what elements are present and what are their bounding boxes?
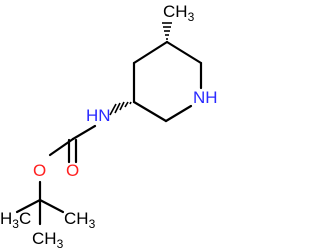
hashed-wedge-bond: [109, 101, 132, 116]
hashed-wedge-bond: [162, 22, 172, 40]
ring-bond: [132, 40, 169, 65]
structure-diagram: CH3 NH HN O O H3C CH3 CH3: [0, 2, 218, 250]
bond-quaternary-methyl: [15, 198, 42, 214]
carbonyl-oxygen-label: O: [66, 161, 79, 180]
bond-n-carbonyl: [71, 124, 97, 141]
methyl-label-right: CH3: [64, 209, 96, 231]
molecule-svg: CH3 NH HN O O H3C CH3 CH3: [0, 2, 218, 250]
ring-nitrogen-label: NH: [193, 88, 218, 107]
methyl-label-bottom: CH3: [32, 229, 64, 250]
methyl-label-left: H3C: [0, 209, 31, 231]
bond-quaternary-methyl: [38, 198, 65, 214]
ring-bond: [165, 40, 203, 65]
ring-bond: [132, 100, 168, 123]
amide-nitrogen-label: HN: [86, 106, 111, 125]
methyl-label-top: CH3: [163, 2, 195, 24]
ring-bond: [164, 104, 193, 123]
ester-oxygen-label: O: [33, 161, 46, 180]
